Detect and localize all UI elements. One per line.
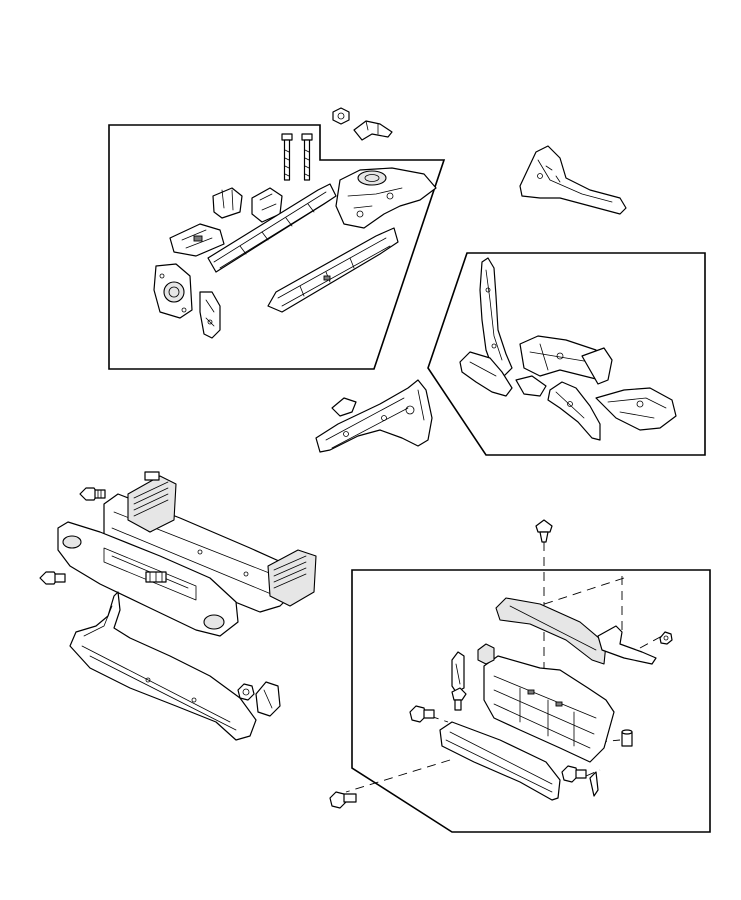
- screw-left: [451, 687, 467, 711]
- push-pin-top: [535, 519, 553, 543]
- long-bolt-2: [301, 133, 313, 181]
- rivet-right: [589, 771, 599, 797]
- lower-valance-bar: [439, 721, 561, 801]
- shock-tower: [335, 167, 437, 229]
- lower-crossmember-carrier: [483, 655, 615, 763]
- clip-cylinder: [621, 729, 633, 747]
- bolt-flange-1: [79, 487, 106, 501]
- bolt-bottom-left: [329, 791, 357, 809]
- tall-strut: [479, 257, 513, 377]
- bracket-small-a: [212, 187, 243, 219]
- left-cradle-arm: [459, 351, 513, 397]
- bolt-flange-2: [39, 571, 66, 585]
- lower-rail: [267, 227, 399, 313]
- crush-can-left: [127, 471, 177, 533]
- side-plate-vertical: [199, 291, 221, 339]
- crush-can-right: [267, 549, 317, 607]
- vertical-bracket-left: [451, 651, 465, 693]
- rear-bracket-assembly: [595, 387, 677, 431]
- clip-small-mid: [331, 397, 357, 417]
- upper-rail: [207, 183, 337, 273]
- side-bracket-right: [597, 625, 657, 665]
- nut-small-bottom-left: [237, 683, 255, 701]
- front-rail-extension: [315, 379, 433, 453]
- lower-link-arm: [547, 381, 601, 441]
- small-bracket-top: [353, 120, 393, 141]
- lower-valance-carrier: [69, 591, 257, 741]
- mid-bracket-right: [515, 375, 547, 397]
- side-plate-round: [153, 263, 193, 319]
- bumper-fascia-support: [57, 521, 239, 637]
- push-pin-right: [561, 765, 587, 783]
- energy-absorber-foam: [495, 597, 607, 665]
- reinforcement-bracket: [519, 145, 627, 215]
- valance-bracket-right: [255, 681, 281, 717]
- cradle-arm-right: [581, 347, 613, 385]
- detail-frame-right-middle: [427, 252, 706, 456]
- bolt-left: [409, 705, 435, 723]
- detail-frame-top-left: [108, 124, 446, 370]
- small-nut-top: [332, 107, 350, 125]
- nut-right: [659, 631, 673, 645]
- long-bolt-1: [281, 133, 293, 181]
- bracket-small-c: [169, 223, 225, 257]
- detail-frame-bottom-right: [351, 569, 711, 833]
- small-block-foam: [477, 643, 495, 665]
